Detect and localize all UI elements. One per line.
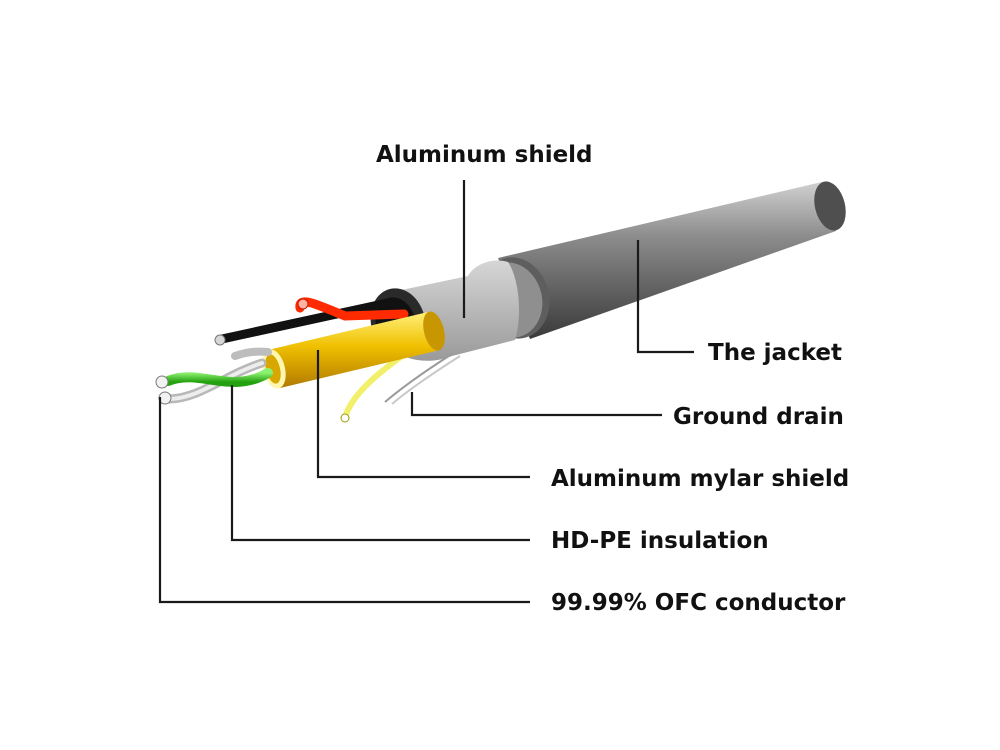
leader-ground-drain — [410, 392, 662, 417]
leader-lines — [158, 180, 694, 604]
jacket — [477, 181, 846, 339]
leader-insulation — [230, 385, 530, 542]
label-mylar-shield: Aluminum mylar shield — [551, 466, 849, 492]
leader-mylar-shield — [316, 350, 530, 479]
red-wire — [295, 297, 409, 321]
label-aluminum-shield: Aluminum shield — [376, 142, 593, 168]
label-jacket: The jacket — [708, 340, 842, 366]
ground-drain-strands — [384, 353, 461, 405]
green-wire — [155, 368, 273, 389]
black-wire — [214, 297, 397, 346]
label-insulation: HD-PE insulation — [551, 528, 769, 554]
leader-conductor — [158, 397, 530, 604]
white-wire — [158, 347, 272, 405]
label-conductor: 99.99% OFC conductor — [551, 590, 846, 616]
leader-jacket — [636, 240, 694, 354]
label-ground-drain: Ground drain — [673, 404, 844, 430]
